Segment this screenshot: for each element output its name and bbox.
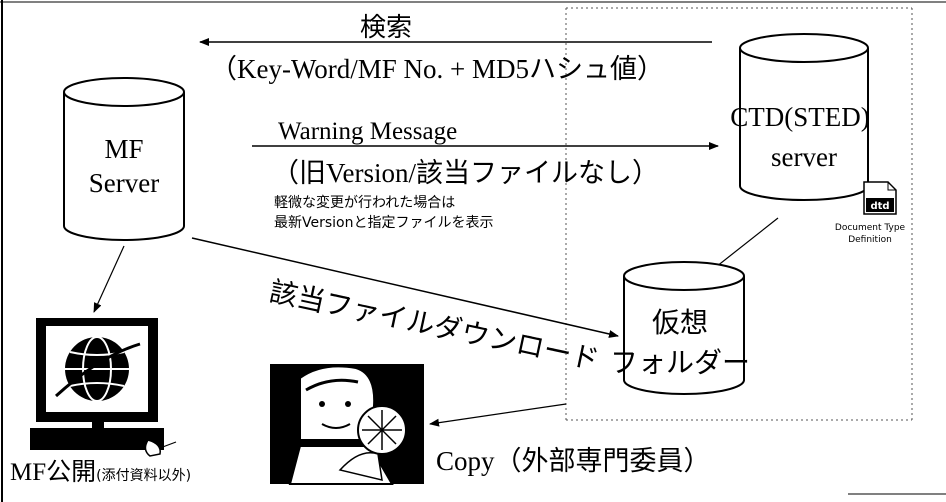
computer-monitor-icon: [30, 318, 177, 457]
virtual-folder-cylinder: [623, 261, 745, 395]
ctd-server-label-line2: server: [771, 142, 837, 172]
mf-public-label: MF公開(添付資料以外): [10, 459, 191, 486]
warning-note-line1: 軽微な変更が行われた場合は: [274, 194, 455, 211]
dtd-document-icon: dtd: [863, 181, 897, 215]
mf-server-cylinder: [63, 77, 185, 241]
copy-arrow: [429, 403, 567, 427]
ctd-server-cylinder: [739, 33, 869, 201]
virtual-folder-label-line1: 仮想: [652, 306, 708, 339]
warning-detail: （旧Version/該当ファイルなし）: [272, 158, 659, 188]
download-arrow: [191, 237, 619, 338]
dtd-badge: dtd: [870, 201, 889, 212]
virtual-folder-label-line2: フォルダー: [610, 346, 750, 379]
search-title: 検索: [360, 13, 412, 43]
copy-label: Copy（外部専門委員）: [436, 446, 711, 476]
warning-note-line2: 最新Versionと指定ファイルを表示: [274, 215, 493, 231]
dtd-label-line2: Definition: [848, 235, 892, 245]
ctd-server-label-line1: CTD(STED): [730, 102, 869, 132]
download-label: 該当ファイルダウンロード: [267, 275, 603, 377]
businessman-clipart-icon: [270, 364, 424, 485]
search-detail: （Key-Word/MF No. + MD5ハシュ値）: [210, 54, 664, 84]
mf-server-label-line1: MF: [104, 134, 143, 164]
server-to-monitor-arrow: [93, 245, 125, 313]
right-dashed-frame: [565, 7, 913, 421]
dtd-label-line1: Document Type: [835, 223, 906, 233]
mf-server-label-line2: Server: [89, 168, 159, 198]
warning-title: Warning Message: [278, 118, 457, 145]
